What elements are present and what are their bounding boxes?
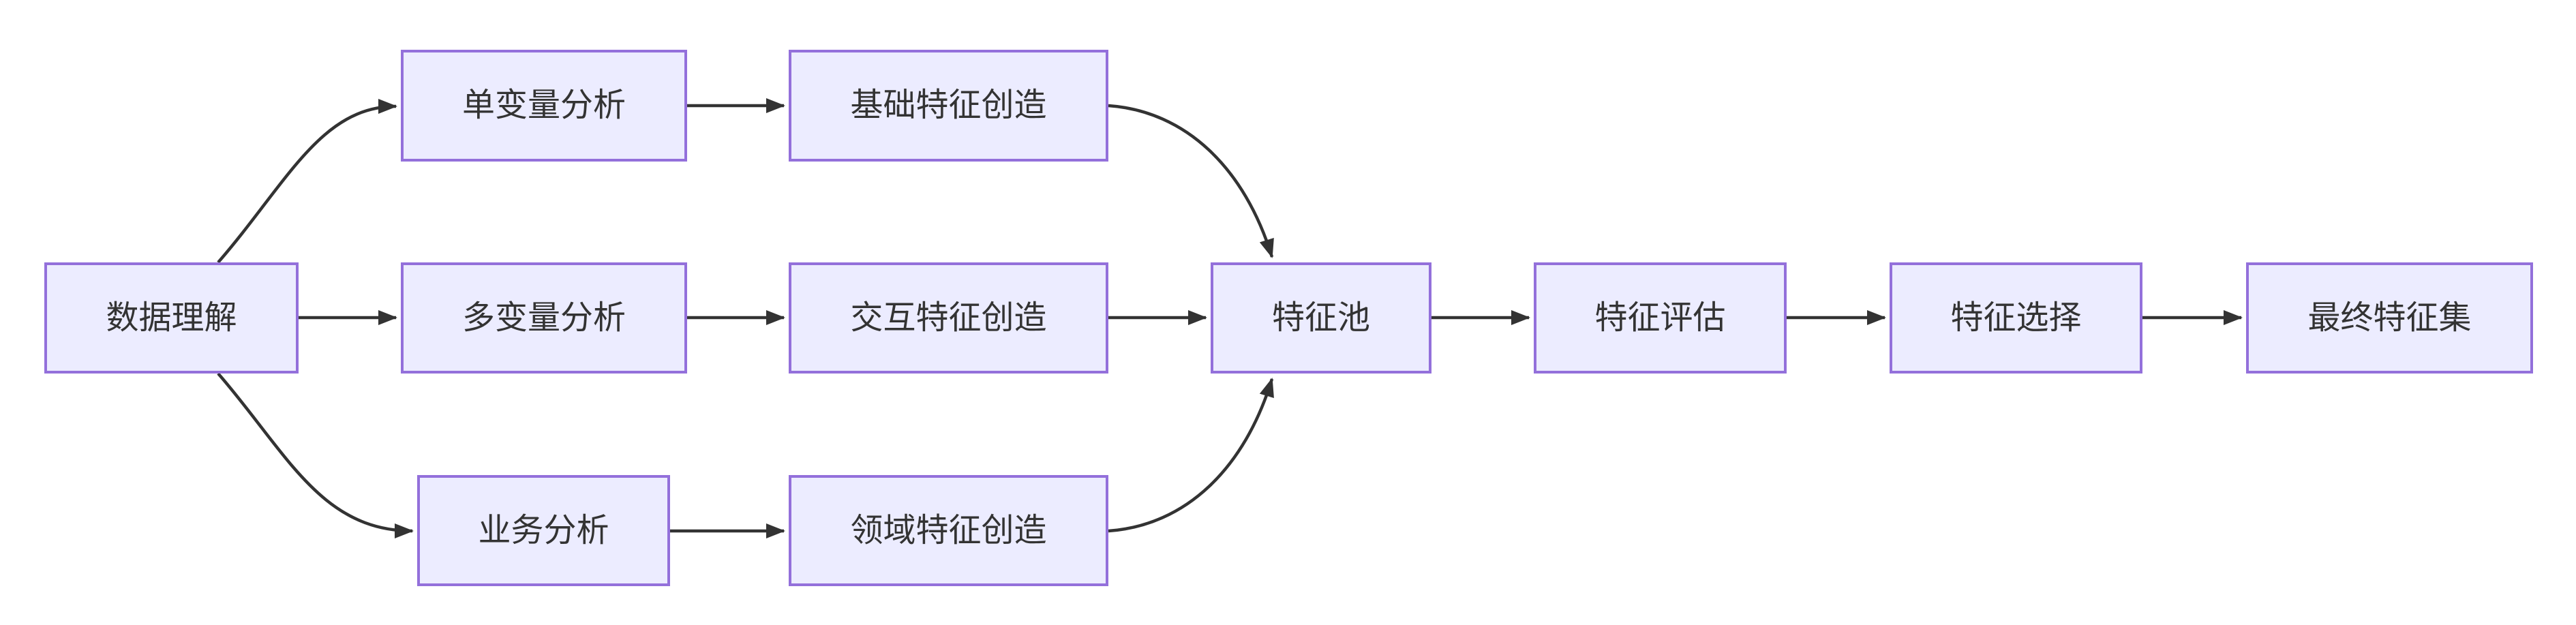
- node-feature-selection: 特征选择: [1890, 262, 2142, 374]
- node-final-feature-set: 最终特征集: [2246, 262, 2533, 374]
- node-data-understanding: 数据理解: [44, 262, 299, 374]
- node-multivariate-analysis: 多变量分析: [401, 262, 687, 374]
- node-business-analysis: 业务分析: [417, 475, 670, 586]
- node-univariate-analysis: 单变量分析: [401, 50, 687, 162]
- edge-basic-feature-to-feature-pool: [1108, 104, 1274, 258]
- node-feature-evaluation: 特征评估: [1534, 262, 1787, 374]
- node-feature-pool: 特征池: [1211, 262, 1431, 374]
- node-interaction-feature-creation: 交互特征创造: [789, 262, 1108, 374]
- edge-domain-feature-to-feature-pool: [1108, 378, 1274, 533]
- edge-data-understanding-to-business: [217, 372, 414, 538]
- node-basic-feature-creation: 基础特征创造: [789, 50, 1108, 162]
- edge-data-understanding-to-univariate: [217, 99, 397, 264]
- node-domain-feature-creation: 领域特征创造: [789, 475, 1108, 586]
